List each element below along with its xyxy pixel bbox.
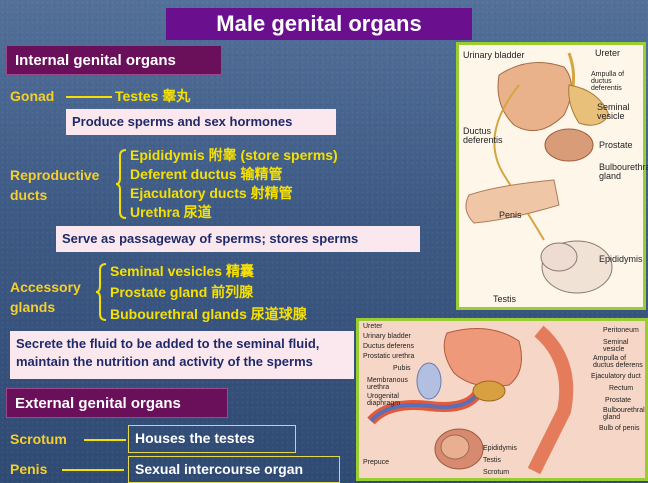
glands-label-line2: glands bbox=[10, 299, 56, 315]
label-bulb-of-penis-bottom: Bulb of penis bbox=[599, 425, 640, 432]
label-ductus-deferentis-top: Ductus deferentis bbox=[463, 126, 503, 145]
duct-item-urethra: Urethra 尿道 bbox=[130, 204, 212, 220]
label-membranous-urethra-bottom: Membranous urethra bbox=[367, 377, 408, 391]
ducts-label-line2: ducts bbox=[10, 187, 48, 203]
sagittal-anatomy-illustration bbox=[359, 321, 645, 478]
label-testis-top: Testis bbox=[493, 294, 517, 304]
glands-brace-icon bbox=[96, 263, 107, 321]
penis-function-box: Sexual intercourse organ bbox=[128, 456, 340, 483]
label-seminal-vesicle-top: Seminal vesicle bbox=[597, 102, 630, 121]
label-prepuce-bottom: Prepuce bbox=[363, 459, 390, 466]
ducts-function-box: Serve as passageway of sperms; stores sp… bbox=[56, 226, 420, 252]
label-bulbourethral-bottom: Bulbourethral gland bbox=[603, 407, 645, 421]
label-testis-bottom: Testis bbox=[483, 457, 501, 464]
glands-function-line2: maintain the nutrition and activity of t… bbox=[16, 354, 313, 369]
ducts-brace-icon bbox=[116, 149, 127, 219]
label-penis-top: Penis bbox=[499, 210, 522, 220]
label-prostate-bottom: Prostate bbox=[605, 397, 632, 404]
label-ampulla-bottom: Ampulla of ductus deferens bbox=[593, 355, 643, 369]
lateral-anatomy-illustration bbox=[465, 52, 613, 294]
label-ampulla-top: Ampulla of ductus deferentis bbox=[591, 71, 625, 92]
glands-label-line1: Accessory bbox=[10, 279, 81, 295]
scrotum-function-box: Houses the testes bbox=[128, 425, 296, 453]
label-prostate-top: Prostate bbox=[599, 140, 633, 150]
label-ejaculatory-duct-bottom: Ejaculatory duct bbox=[591, 373, 641, 380]
label-ureter-top: Ureter bbox=[595, 48, 621, 58]
testes-item: Testes 睾丸 bbox=[115, 88, 191, 104]
label-pubis-bottom: Pubis bbox=[393, 365, 411, 372]
glands-function-line1: Secrete the fluid to be added to the sem… bbox=[16, 336, 320, 351]
label-seminal-vesicle-bottom: Seminal vesicle bbox=[603, 339, 629, 353]
duct-item-deferent: Deferent ductus 输精管 bbox=[130, 166, 283, 182]
gonad-connector-line bbox=[66, 96, 112, 98]
penis-label: Penis bbox=[10, 461, 48, 477]
ducts-label-line1: Reproductive bbox=[10, 167, 100, 183]
duct-item-ejaculatory: Ejaculatory ducts 射精管 bbox=[130, 185, 293, 201]
gland-item-prostate: Prostate gland 前列腺 bbox=[110, 284, 254, 300]
scrotum-connector-line bbox=[84, 439, 126, 441]
label-scrotum-bottom: Scrotum bbox=[483, 469, 510, 476]
duct-item-epididymis: Epididymis 附睾 (store sperms) bbox=[130, 147, 338, 163]
label-ureter-bottom: Ureter bbox=[363, 323, 383, 330]
label-rectum-bottom: Rectum bbox=[609, 385, 634, 392]
slide-title: Male genital organs bbox=[166, 8, 472, 40]
glands-function-box: Secrete the fluid to be added to the sem… bbox=[10, 331, 354, 379]
label-peritoneum-bottom: Peritoneum bbox=[603, 327, 639, 334]
label-epididymis-bottom: Epididymis bbox=[483, 445, 517, 452]
label-epididymis-top: Epididymis bbox=[599, 254, 643, 264]
label-urogenital-diaphragm-bottom: Urogenital diaphragm bbox=[367, 393, 401, 407]
anatomy-figure-sagittal: Ureter Urinary bladder Ductus deferens P… bbox=[356, 318, 648, 481]
label-bulbourethral-top: Bulbourethral gland bbox=[599, 162, 648, 181]
gonad-label: Gonad bbox=[10, 88, 55, 104]
external-organs-heading: External genital organs bbox=[6, 388, 228, 418]
gonad-function-box: Produce sperms and sex hormones bbox=[66, 109, 336, 135]
penis-connector-line bbox=[62, 469, 124, 471]
label-urinary-bladder-top: Urinary bladder bbox=[463, 50, 525, 60]
internal-organs-heading: Internal genital organs bbox=[6, 45, 222, 75]
scrotum-label: Scrotum bbox=[10, 431, 67, 447]
label-ductus-deferens-bottom: Ductus deferens bbox=[363, 343, 414, 350]
label-prostatic-urethra-bottom: Prostatic urethra bbox=[363, 353, 415, 360]
anatomy-figure-lateral: Urinary bladder Ureter Ampulla of ductus… bbox=[456, 42, 648, 310]
gland-item-seminal: Seminal vesicles 精囊 bbox=[110, 263, 254, 279]
gland-item-bulbourethral: Bubourethral glands 尿道球腺 bbox=[110, 306, 307, 322]
label-urinary-bladder-bottom: Urinary bladder bbox=[363, 333, 411, 340]
